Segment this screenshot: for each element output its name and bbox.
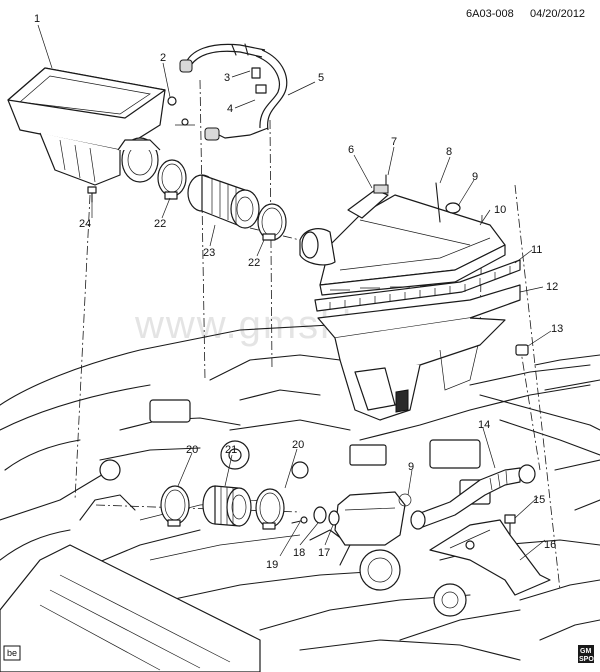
logo-line-1: GM: [580, 648, 591, 655]
badge-label: be: [7, 648, 17, 658]
callout-6: 6: [348, 144, 354, 156]
callout-2: 2: [160, 52, 166, 64]
air-cleaner-lower-housing-12: [317, 284, 529, 421]
callout-10: 10: [494, 204, 506, 216]
callout-13: 13: [551, 323, 563, 335]
callout-22-lower: 22: [248, 257, 260, 269]
leader-lines: [37, 24, 552, 561]
air-filter-element-11: [314, 259, 521, 312]
logo-line-2: SPO: [579, 656, 594, 663]
callout-7: 7: [391, 136, 397, 148]
screw-24: [87, 186, 97, 203]
bracket-16: [429, 519, 551, 596]
callout-17: 17: [318, 547, 330, 559]
bolt-15: [504, 514, 516, 536]
callout-15: 15: [533, 494, 545, 506]
callout-11: 11: [531, 244, 542, 256]
callout-16: 16: [544, 539, 556, 551]
clamp-22-lower: [257, 203, 287, 241]
clamp-20-right: [255, 488, 285, 530]
callout-4: 4: [227, 103, 233, 115]
intake-duct-23: [187, 174, 260, 229]
callout-20-right: 20: [292, 439, 304, 451]
air-cleaner-upper-housing: [7, 67, 195, 186]
callout-9: 9: [472, 171, 478, 183]
assembly-centerlines: [74, 79, 561, 591]
callout-1: 1: [34, 13, 40, 25]
figure-date: 04/20/2012: [530, 8, 585, 20]
callout-19: 19: [266, 559, 278, 571]
pcv-hose-assembly: [179, 43, 288, 141]
outlet-duct-14: [398, 464, 536, 530]
callout-3: 3: [224, 72, 230, 84]
figure-id: 6A03-008: [466, 8, 514, 20]
clamp-20-left: [160, 485, 190, 527]
clamp-22-upper: [157, 159, 187, 200]
resonator-assembly: [291, 491, 406, 546]
callout-8: 8: [446, 146, 452, 158]
callout-18: 18: [293, 547, 305, 559]
callout-9-lower: 9: [408, 461, 414, 473]
intake-duct-21: [202, 485, 252, 527]
callout-20-left: 20: [186, 444, 198, 456]
diagram-badge: be: [3, 645, 21, 661]
callout-22-upper: 22: [154, 218, 166, 230]
callout-5: 5: [318, 72, 324, 84]
callout-14: 14: [478, 419, 490, 431]
air-cleaner-cover-10: [299, 174, 506, 296]
callout-24: 24: [79, 218, 91, 230]
gm-spo-logo: GM SPO: [578, 645, 594, 663]
callout-21: 21: [225, 444, 237, 456]
engine-bay-background: [0, 324, 600, 672]
callout-23: 23: [203, 247, 215, 259]
callout-12: 12: [546, 281, 558, 293]
callout-labels: 1 2 3 4 5 6 7 8 9 10 11 12 13 24 22 23 2…: [34, 13, 563, 571]
